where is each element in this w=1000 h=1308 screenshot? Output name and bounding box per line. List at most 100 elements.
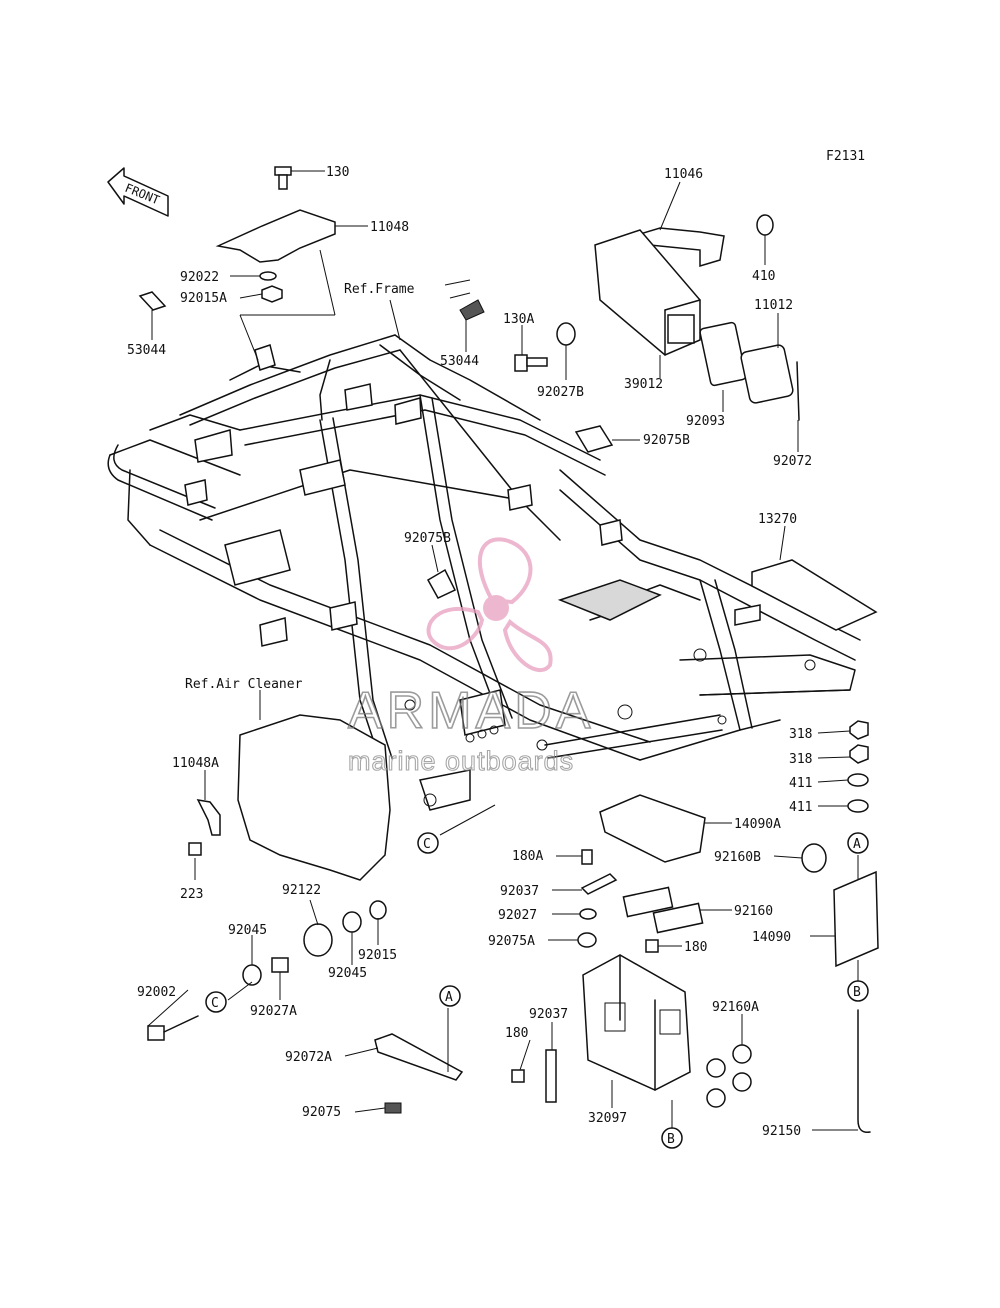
plate-14090A-icon bbox=[599, 794, 706, 863]
part-label: 32097 bbox=[588, 1111, 627, 1126]
callout-c-left: C bbox=[205, 991, 227, 1013]
air-cleaner-ref-icon bbox=[237, 714, 391, 881]
collar-92075A-icon bbox=[577, 932, 597, 948]
part-label: 92045 bbox=[228, 923, 267, 938]
callout-a-top-label: A bbox=[853, 837, 861, 852]
cap-11012-icon bbox=[740, 344, 794, 404]
part-label: 13270 bbox=[758, 512, 797, 527]
part-label: 92022 bbox=[180, 270, 219, 285]
plate-92075-icon bbox=[384, 1102, 402, 1114]
armada-watermark: ARMADA marine outboards bbox=[347, 537, 591, 777]
part-label: 92027B bbox=[537, 385, 584, 400]
part-label: 180 bbox=[505, 1026, 528, 1041]
part-label: 318 bbox=[789, 752, 812, 767]
stay-92037-upper-icon bbox=[580, 873, 618, 895]
callout-b-right: B bbox=[847, 980, 869, 1002]
callout-a-bottom: A bbox=[439, 985, 461, 1007]
part-label: 39012 bbox=[624, 377, 663, 392]
collar-92075B-lower-icon bbox=[426, 568, 457, 599]
washer-410-icon bbox=[756, 214, 774, 236]
rod-92150-icon bbox=[857, 1009, 871, 1133]
part-label: 92002 bbox=[137, 985, 176, 1000]
part-label: 180 bbox=[684, 940, 707, 955]
collar-92027A-icon bbox=[271, 957, 289, 973]
part-label: 411 bbox=[789, 800, 812, 815]
part-label: 92045 bbox=[328, 966, 367, 981]
part-label: 92160A bbox=[712, 1000, 759, 1015]
washer-411-lower-icon bbox=[847, 799, 869, 813]
collar-92075B-upper-icon bbox=[574, 425, 614, 453]
part-label: 92027 bbox=[498, 908, 537, 923]
part-label: 92075A bbox=[488, 934, 535, 949]
part-label: 318 bbox=[789, 727, 812, 742]
stay-92037-lower-icon bbox=[545, 1049, 557, 1103]
part-label: 130 bbox=[326, 165, 349, 180]
callout-a-top: A bbox=[847, 832, 869, 854]
part-label: 180A bbox=[512, 849, 543, 864]
screw-223-icon bbox=[188, 842, 202, 856]
band-92072A-icon bbox=[374, 1033, 464, 1081]
washer-92027B-icon bbox=[556, 322, 576, 346]
washer-92027-icon bbox=[579, 908, 597, 920]
nut-318-upper-icon bbox=[849, 720, 869, 740]
part-label: 11048A bbox=[172, 756, 219, 771]
part-label: 92015A bbox=[180, 291, 227, 306]
bolt-180-upper-icon bbox=[645, 939, 659, 953]
part-label: 92037 bbox=[529, 1007, 568, 1022]
figure-code: F2131 bbox=[826, 149, 865, 164]
callout-b-bottom: B bbox=[661, 1127, 683, 1149]
bracket-11048-icon bbox=[215, 209, 336, 263]
part-label: 92075B bbox=[404, 531, 451, 546]
watermark-tagline: marine outboards bbox=[348, 746, 574, 776]
callout-c-frame-label: C bbox=[423, 837, 431, 852]
plate-13270-icon bbox=[751, 559, 878, 631]
part-label: 92093 bbox=[686, 414, 725, 429]
plate-14090-icon bbox=[833, 870, 879, 968]
rubber-53044-left-icon bbox=[138, 291, 167, 311]
part-label: 92072A bbox=[285, 1050, 332, 1065]
bolt-130A-icon bbox=[514, 354, 548, 372]
bolt-130-icon bbox=[274, 166, 292, 190]
callout-c-left-label: C bbox=[211, 996, 219, 1011]
washer-92022-icon bbox=[259, 271, 277, 281]
part-label: 92150 bbox=[762, 1124, 801, 1139]
callout-a-bottom-label: A bbox=[445, 990, 453, 1005]
part-label: 92015 bbox=[358, 948, 397, 963]
ref-frame-label: Ref.Frame bbox=[344, 282, 415, 297]
callout-b-bottom-label: B bbox=[667, 1132, 675, 1147]
part-label: 53044 bbox=[440, 354, 479, 369]
part-label: 11048 bbox=[370, 220, 409, 235]
part-label: 92037 bbox=[500, 884, 539, 899]
pad-92160A-group-icon bbox=[706, 1044, 752, 1108]
pad-92160-left-icon bbox=[622, 886, 674, 918]
part-number-labels: 130 11048 92022 92015A 53044 53044 11046… bbox=[127, 165, 812, 1139]
bolt-180A-icon bbox=[581, 849, 593, 865]
part-label: 92160B bbox=[714, 850, 761, 865]
part-label: 223 bbox=[180, 887, 203, 902]
bracket-11048A-icon bbox=[196, 799, 221, 836]
part-label: 53044 bbox=[127, 343, 166, 358]
part-label: 411 bbox=[789, 776, 812, 791]
part-label: 92075 bbox=[302, 1105, 341, 1120]
leader-lines bbox=[147, 170, 859, 1131]
bolt-180-lower-icon bbox=[511, 1069, 525, 1083]
part-label: 14090A bbox=[734, 817, 781, 832]
part-label: 92160 bbox=[734, 904, 773, 919]
front-arrow-icon: FRONT bbox=[107, 167, 169, 217]
case-39012-icon bbox=[594, 229, 701, 356]
nut-318-lower-icon bbox=[849, 744, 869, 764]
part-label: 11012 bbox=[754, 298, 793, 313]
part-label: 130A bbox=[503, 312, 534, 327]
washer-92045-right-icon bbox=[342, 911, 362, 933]
damper-92122-icon bbox=[303, 923, 333, 957]
callout-b-right-label: B bbox=[853, 985, 861, 1000]
collar-92015-icon bbox=[369, 900, 387, 920]
part-label: 14090 bbox=[752, 930, 791, 945]
holder-32097-icon bbox=[582, 954, 691, 1091]
part-label: 410 bbox=[752, 269, 775, 284]
part-label: 92075B bbox=[643, 433, 690, 448]
bolt-92002-icon bbox=[147, 1015, 199, 1041]
nut-92015A-icon bbox=[261, 285, 283, 303]
part-label: 11046 bbox=[664, 167, 703, 182]
